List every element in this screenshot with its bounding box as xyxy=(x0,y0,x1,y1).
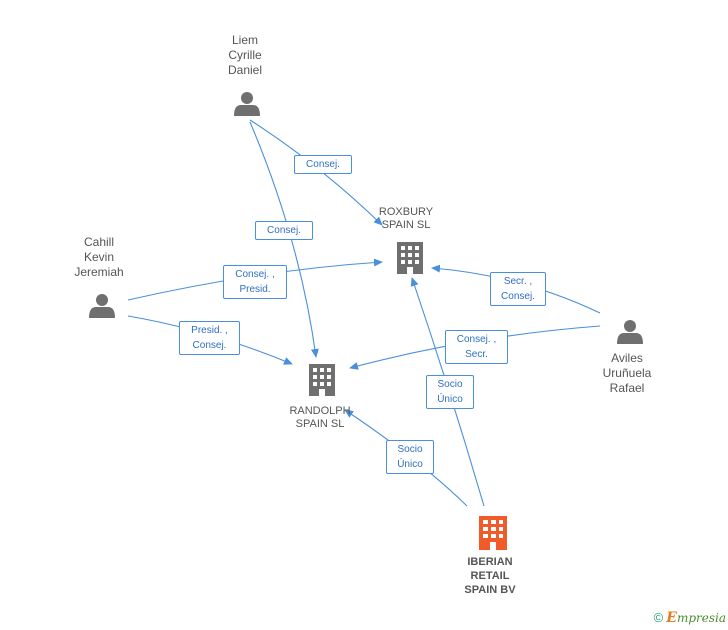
edge-label-liem-roxbury[interactable]: Consej. xyxy=(294,155,352,174)
role-text: Presid. , xyxy=(191,325,228,336)
role-text: Consej. xyxy=(192,340,227,351)
edge-label-iberian-roxbury[interactable]: Socio Único xyxy=(426,375,474,409)
company-label-randolph[interactable]: RANDOLPH SPAIN SL xyxy=(260,405,380,431)
company-name-line: RANDOLPH xyxy=(289,405,351,417)
role-text: Consej. xyxy=(306,159,340,170)
person-name-line: Aviles xyxy=(611,351,643,365)
building-icon-randolph[interactable] xyxy=(309,364,335,396)
company-name-line: IBERIAN xyxy=(467,556,513,568)
person-label-aviles[interactable]: Aviles Uruñuela Rafael xyxy=(567,351,687,396)
edge-label-liem-randolph[interactable]: Consej. xyxy=(255,221,313,240)
role-text: Secr. , xyxy=(503,276,533,287)
edge-label-cahill-randolph[interactable]: Presid. , Consej. xyxy=(179,321,240,355)
role-text: Consej. , xyxy=(235,269,275,280)
role-text: Único xyxy=(437,394,463,405)
person-name-line: Daniel xyxy=(227,63,263,77)
brand-name: Empresia xyxy=(666,610,726,626)
company-name-line: SPAIN SL xyxy=(381,219,431,231)
building-icon-iberian[interactable] xyxy=(479,516,507,550)
edge-label-cahill-roxbury[interactable]: Consej. , Presid. xyxy=(223,265,287,299)
person-label-liem[interactable]: Liem Cyrille Daniel xyxy=(185,33,305,78)
role-text: Consej. xyxy=(501,291,535,302)
company-label-iberian[interactable]: IBERIAN RETAIL SPAIN BV xyxy=(430,555,550,597)
edge-label-aviles-roxbury[interactable]: Secr. , Consej. xyxy=(490,272,546,306)
person-name-line: Jeremiah xyxy=(74,265,124,279)
person-name-line: Cyrille xyxy=(228,48,262,62)
building-icon-roxbury[interactable] xyxy=(397,242,423,274)
copyright-icon: © xyxy=(653,610,664,625)
person-name-line: Cahill xyxy=(83,235,114,249)
brand-rest: mpresia xyxy=(676,611,726,625)
person-icon-liem[interactable] xyxy=(234,92,260,116)
company-label-roxbury[interactable]: ROXBURY SPAIN SL xyxy=(346,206,466,232)
company-name-line: ROXBURY xyxy=(378,206,434,218)
person-name-line: Uruñuela xyxy=(602,366,652,380)
role-text: Secr. xyxy=(465,349,488,360)
role-text: Consej. xyxy=(267,225,301,236)
empresia-logo[interactable]: ©Empresia xyxy=(654,610,726,626)
company-name-line: SPAIN SL xyxy=(295,418,345,430)
person-icon-aviles[interactable] xyxy=(617,320,643,344)
role-text: Consej. , xyxy=(456,334,497,345)
person-icon-cahill[interactable] xyxy=(89,294,115,318)
edge-label-iberian-randolph[interactable]: Socio Único xyxy=(386,440,434,474)
brand-initial: E xyxy=(666,610,677,626)
role-text: Socio xyxy=(397,444,423,455)
person-label-cahill[interactable]: Cahill Kevin Jeremiah xyxy=(39,235,159,280)
person-name-line: Liem xyxy=(231,33,258,47)
person-name-line: Rafael xyxy=(609,381,645,395)
role-text: Único xyxy=(397,459,423,470)
company-name-line: RETAIL xyxy=(470,570,510,582)
company-name-line: SPAIN BV xyxy=(464,584,516,596)
person-name-line: Kevin xyxy=(83,250,115,264)
edge-label-aviles-randolph[interactable]: Consej. , Secr. xyxy=(445,330,508,364)
role-text: Socio xyxy=(437,379,463,390)
role-text: Presid. xyxy=(239,284,271,295)
